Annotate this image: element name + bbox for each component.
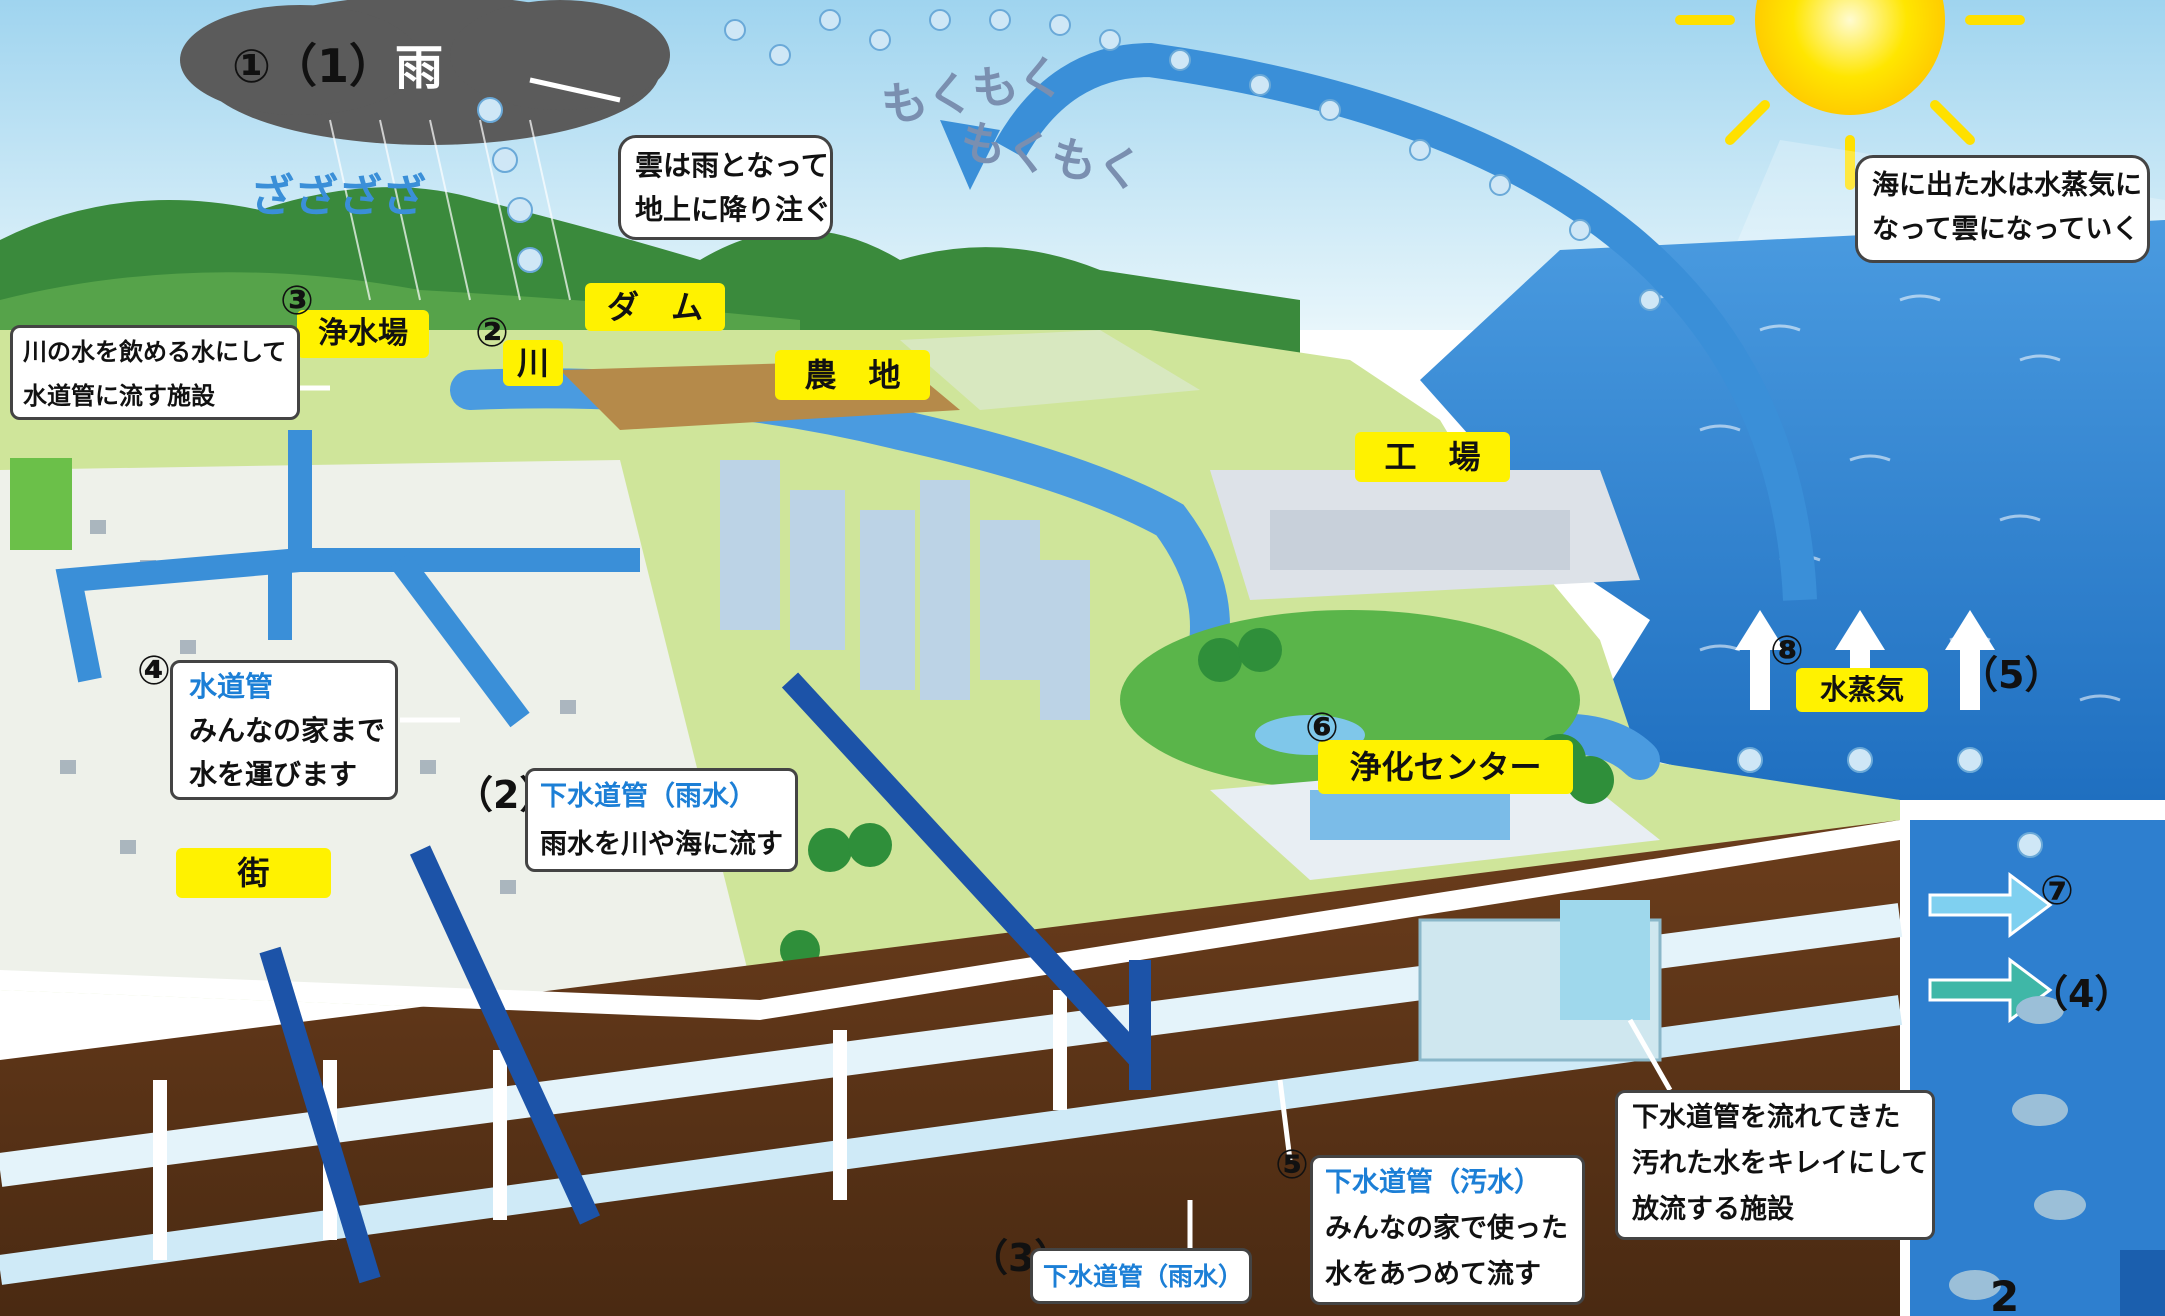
treatment-line-1: 下水道管を流れてきた: [1632, 1102, 1901, 1133]
purification-line-1: 川の水を飲める水にして: [23, 338, 287, 366]
trees: [780, 628, 1614, 970]
sea-caption-line-1: 海に出た水は水蒸気に: [1872, 170, 2142, 201]
rain-caption-box: 雲は雨となって 地上に降り注ぐ: [618, 135, 833, 240]
rain-marker: ①（1）: [232, 39, 395, 93]
tag-farm: 農 地: [775, 350, 930, 400]
marker-3: ③: [280, 278, 314, 324]
marker-4: ④: [137, 648, 171, 694]
marker-6: ⑥: [1305, 705, 1339, 751]
sewage-pipe-line-2: 水をあつめて流す: [1325, 1259, 1541, 1290]
rain-sound: ざざざざ: [250, 171, 426, 222]
treatment-line-2: 汚れた水をキレイにして: [1632, 1148, 1929, 1179]
water-pipe-line-2: 水を運びます: [189, 758, 358, 791]
sewage-pipe-title: 下水道管（汚水）: [1325, 1167, 1541, 1198]
rain-title: 雨: [395, 40, 444, 96]
storm-pipe-arrows: [259, 672, 1151, 1284]
tag-cleaning-center: 浄化センター: [1318, 740, 1573, 794]
marker-7: ⑦: [2040, 868, 2074, 914]
storm-pipe-line-1: 雨水を川や海に流す: [540, 829, 783, 860]
water-pipe-title: 水道管: [189, 670, 274, 703]
water-pipe-arrows: [55, 430, 640, 728]
sea-caption-line-2: なって雲になっていく: [1872, 214, 2140, 245]
marker-5: ⑤: [1275, 1142, 1309, 1188]
evaporation-arc: [995, 42, 1817, 601]
marker-8: ⑧: [1770, 628, 1804, 674]
sub-marker-4: （4）: [2030, 972, 2133, 1016]
tag-factory: 工 場: [1355, 432, 1510, 482]
tag-dam: ダ ム: [585, 283, 725, 331]
storm-pipe-title: 下水道管（雨水）: [540, 781, 756, 812]
water-drop-icons: [477, 9, 2043, 858]
marker-2: ②: [475, 310, 509, 356]
page-number: 2: [1990, 1272, 2020, 1316]
storm-pipe-bottom-title: 下水道管（雨水）: [1043, 1262, 1244, 1291]
treatment-box: 下水道管を流れてきた 汚れた水をキレイにして 放流する施設: [1615, 1090, 1935, 1240]
rain-caption-line-1: 雲は雨となって: [635, 149, 829, 182]
rain-cloud-icon: [180, 0, 670, 145]
sub-marker-5: （5）: [1960, 653, 2063, 697]
fish-icons: [1949, 996, 2086, 1300]
green-badge: [10, 458, 72, 550]
purification-box: 川の水を飲める水にして 水道管に流す施設: [10, 325, 300, 420]
rain-caption-line-2: 地上に降り注ぐ: [635, 193, 832, 226]
tag-purification-plant: 浄水場: [297, 310, 429, 358]
tag-town: 街: [176, 848, 331, 898]
sun-icon: [1675, 0, 2025, 190]
treatment-line-3: 放流する施設: [1632, 1194, 1794, 1225]
storm-pipe-bottom-box: 下水道管（雨水）: [1030, 1248, 1252, 1304]
arc-arrowhead: [940, 120, 1000, 190]
sewage-pipe-line-1: みんなの家で使った: [1325, 1213, 1568, 1244]
water-pipe-box: 水道管 みんなの家まで 水を運びます: [170, 660, 398, 800]
tag-vapor: 水蒸気: [1796, 668, 1928, 712]
storm-pipe-box: 下水道管（雨水） 雨水を川や海に流す: [525, 768, 798, 872]
sea-caption-box: 海に出た水は水蒸気に なって雲になっていく: [1855, 155, 2150, 263]
water-pipe-line-1: みんなの家まで: [189, 714, 386, 747]
purification-line-2: 水道管に流す施設: [23, 382, 215, 410]
evaporation-up-arrows: [1735, 610, 1995, 710]
sewage-pipe-box: 下水道管（汚水） みんなの家で使った 水をあつめて流す: [1310, 1155, 1585, 1305]
tag-river: 川: [503, 340, 563, 386]
